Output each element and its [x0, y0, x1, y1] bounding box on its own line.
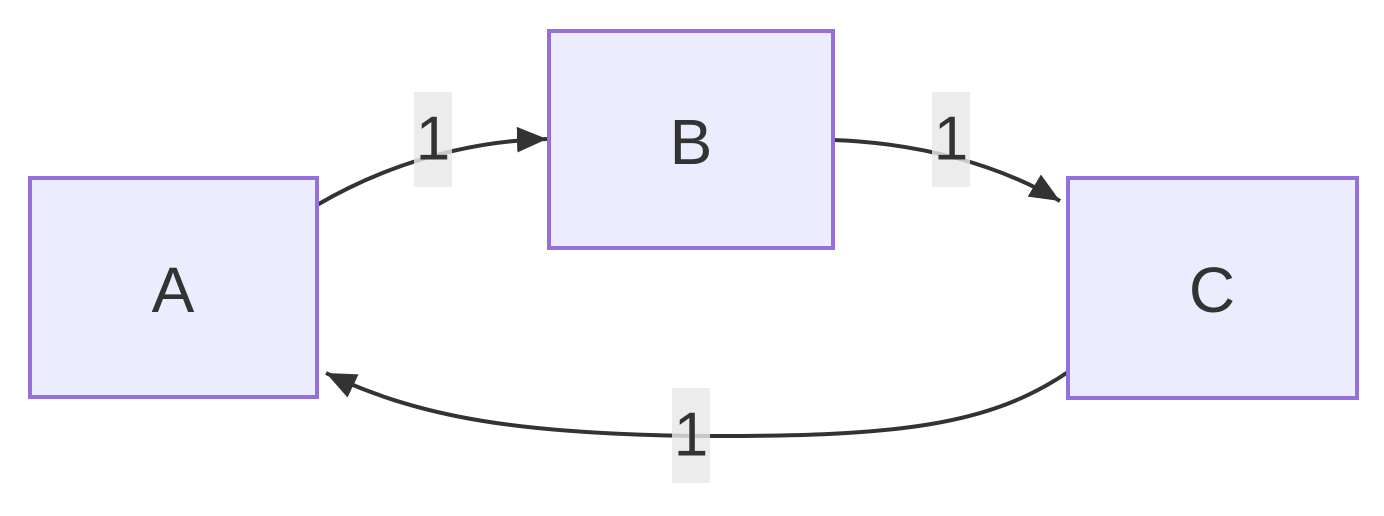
- node-b-box: [547, 29, 835, 250]
- edge-label-bg: [672, 388, 710, 483]
- node-c-box: [1066, 176, 1359, 400]
- edge-label-c-to-a: 1: [672, 388, 710, 483]
- node-b: B: [547, 29, 835, 250]
- edge-label-text: 1: [674, 401, 708, 470]
- node-a: A: [28, 176, 319, 399]
- edge-label-bg: [932, 92, 970, 187]
- edge-label-text: 1: [934, 105, 968, 174]
- node-a-label: A: [152, 254, 195, 326]
- edge-label-bg: [414, 92, 452, 187]
- node-b-label: B: [670, 106, 713, 178]
- node-c: C: [1066, 176, 1359, 400]
- node-c-label: C: [1189, 254, 1235, 326]
- edge-label-b-to-c: 1: [932, 92, 970, 187]
- edge-label-text: 1: [416, 105, 450, 174]
- edge-label-a-to-b: 1: [414, 92, 452, 187]
- node-a-box: [28, 176, 319, 399]
